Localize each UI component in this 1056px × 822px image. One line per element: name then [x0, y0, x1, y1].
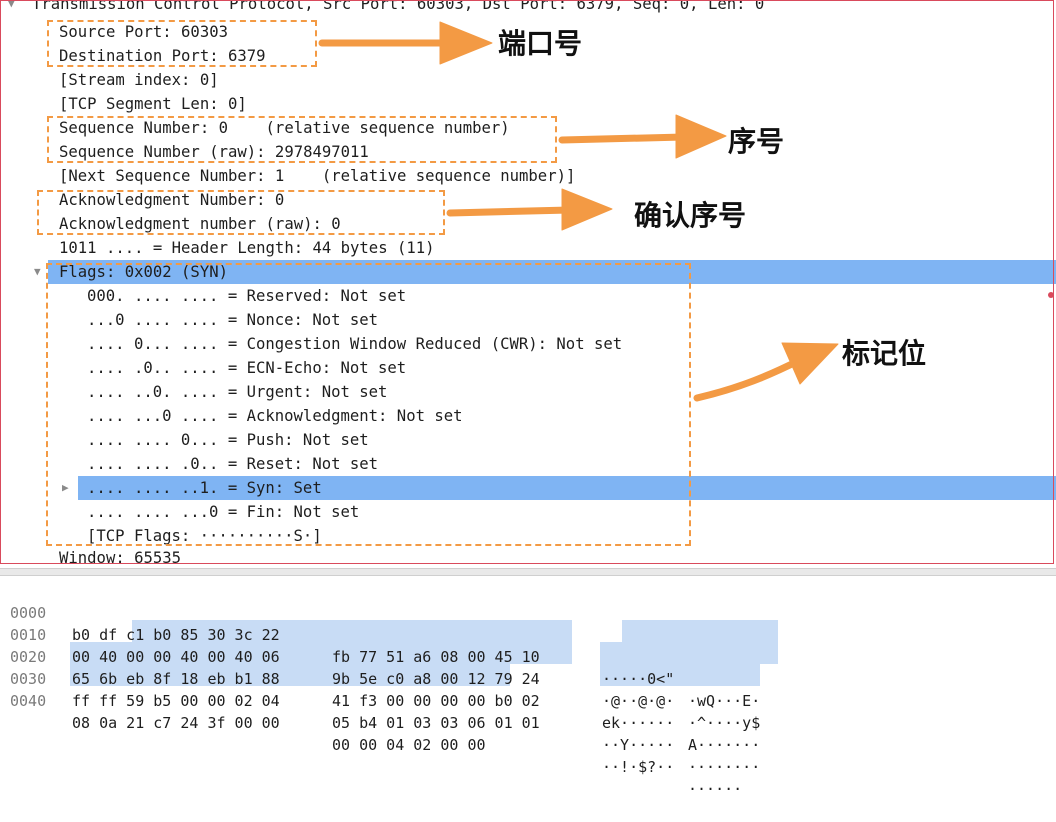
stream-index-row[interactable]: [Stream index: 0] [59, 71, 219, 89]
source-port-row[interactable]: Source Port: 60303 [59, 23, 228, 41]
ack-annotation-label: 确认序号 [634, 199, 747, 232]
expand-triangle-right-icon[interactable]: ▶ [62, 481, 69, 494]
hex-bytes-left[interactable]: 08 0a 21 c7 24 3f 00 00 [72, 714, 280, 732]
ascii-left[interactable]: ··Y····· [602, 736, 675, 754]
ack-arrowhead-icon [561, 188, 613, 231]
ascii-right[interactable]: ······ [688, 780, 743, 798]
flag-ecn-echo-row[interactable]: .... .0.. .... = ECN-Echo: Not set [87, 359, 407, 377]
ascii-right[interactable]: A······· [688, 736, 761, 754]
flag-nonce-row[interactable]: ...0 .... .... = Nonce: Not set [87, 311, 379, 329]
ascii-highlight [600, 664, 760, 686]
window-row[interactable]: Window: 65535 [59, 549, 182, 567]
tcp-flags-summary-row[interactable]: [TCP Flags: ··········S·] [87, 527, 322, 545]
header-length-row[interactable]: 1011 .... = Header Length: 44 bytes (11) [59, 239, 435, 257]
hex-highlight [70, 664, 510, 686]
annotation-arrows [318, 21, 839, 402]
ascii-left[interactable]: ·····0<" [602, 670, 675, 688]
hex-row[interactable]: 0040 08 0a 21 c7 24 3f 00 00 00 00 04 02… [0, 668, 742, 798]
hex-row[interactable]: 0020 65 6b eb 8f 18 eb b1 88 41 f3 00 00… [0, 624, 760, 754]
seq-annotation-label: 序号 [728, 125, 785, 158]
hex-bytes-right[interactable]: 00 00 04 02 00 00 [332, 736, 486, 754]
hex-offset: 0000 [10, 604, 47, 622]
sequence-annotation-box [47, 116, 557, 163]
flags-arrow-icon [693, 356, 804, 402]
ascii-left[interactable]: ·@··@·@· [602, 692, 675, 710]
seq-arrowhead-icon [675, 114, 727, 159]
hex-bytes-right[interactable]: 9b 5e c0 a8 00 12 79 24 [332, 670, 540, 688]
ack-arrow-icon [446, 206, 574, 217]
ports-annotation-label: 端口号 [498, 27, 583, 60]
ports-arrowhead-icon [439, 21, 493, 65]
flag-reserved-row[interactable]: 000. .... .... = Reserved: Not set [87, 287, 407, 305]
hex-row[interactable]: 0030 ff ff 59 b5 00 00 02 04 05 b4 01 03… [0, 646, 760, 776]
ack-number-raw-row[interactable]: Acknowledgment number (raw): 0 [59, 215, 341, 233]
expand-triangle-down-icon[interactable]: ▼ [8, 0, 15, 10]
ascii-highlight [622, 620, 778, 642]
hex-offset: 0020 [10, 648, 47, 666]
hex-bytes-left[interactable]: b0 df c1 b0 85 30 3c 22 [72, 626, 280, 644]
flag-push-row[interactable]: .... .... 0... = Push: Not set [87, 431, 369, 449]
tcp-header-row[interactable]: Transmission Control Protocol, Src Port:… [32, 0, 765, 13]
flag-cwr-row[interactable]: .... 0... .... = Congestion Window Reduc… [87, 335, 623, 353]
flag-ack-row[interactable]: .... ...0 .... = Acknowledgment: Not set [87, 407, 463, 425]
segment-len-row[interactable]: [TCP Segment Len: 0] [59, 95, 247, 113]
packet-details-pane[interactable]: ▼ Transmission Control Protocol, Src Por… [0, 0, 1056, 568]
hex-offset: 0040 [10, 692, 47, 710]
hex-row[interactable]: 0000 b0 df c1 b0 85 30 3c 22 fb 77 51 a6… [0, 580, 760, 710]
pane-splitter[interactable] [0, 568, 1056, 576]
flag-reset-row[interactable]: .... .... .0.. = Reset: Not set [87, 455, 379, 473]
hex-bytes-left[interactable]: 00 40 00 00 40 00 40 06 [72, 648, 280, 666]
hex-bytes-right[interactable]: 41 f3 00 00 00 00 b0 02 [332, 692, 540, 710]
flags-arrowhead-icon [781, 342, 839, 385]
ports-annotation-box [47, 20, 317, 67]
ascii-left[interactable]: ek······ [602, 714, 675, 732]
hex-highlight [70, 642, 572, 664]
hex-highlight [132, 620, 572, 642]
flag-syn-row[interactable]: .... .... ..1. = Syn: Set [87, 479, 322, 497]
ascii-highlight [600, 642, 778, 664]
sequence-number-row[interactable]: Sequence Number: 0 (relative sequence nu… [59, 119, 510, 137]
flags-row[interactable]: Flags: 0x002 (SYN) [59, 263, 228, 281]
hex-offset: 0010 [10, 626, 47, 644]
seq-arrow-icon [558, 133, 688, 144]
destination-port-row[interactable]: Destination Port: 6379 [59, 47, 266, 65]
hex-bytes-left[interactable]: 65 6b eb 8f 18 eb b1 88 [72, 670, 280, 688]
ascii-right[interactable]: ·^····y$ [688, 714, 761, 732]
flags-annotation-box [46, 263, 691, 546]
ascii-right[interactable]: ········ [688, 758, 761, 776]
hex-bytes-right[interactable]: 05 b4 01 03 03 06 01 01 [332, 714, 540, 732]
ack-annotation-box [37, 190, 445, 235]
scroll-marker-icon [1048, 292, 1054, 298]
expand-triangle-down-icon[interactable]: ▼ [34, 265, 41, 278]
hex-offset: 0030 [10, 670, 47, 688]
sequence-number-raw-row[interactable]: Sequence Number (raw): 2978497011 [59, 143, 369, 161]
flags-annotation-label: 标记位 [842, 337, 927, 370]
ascii-left[interactable]: ··!·$?·· [602, 758, 675, 776]
packet-bytes-pane[interactable]: 0000 b0 df c1 b0 85 30 3c 22 fb 77 51 a6… [0, 576, 1056, 798]
ascii-right[interactable]: ·wQ···E· [688, 692, 761, 710]
hex-bytes-left[interactable]: ff ff 59 b5 00 00 02 04 [72, 692, 280, 710]
next-sequence-number-row[interactable]: [Next Sequence Number: 1 (relative seque… [59, 167, 576, 185]
hex-bytes-right[interactable]: fb 77 51 a6 08 00 45 10 [332, 648, 540, 666]
hex-row[interactable]: 0010 00 40 00 00 40 00 40 06 9b 5e c0 a8… [0, 602, 760, 732]
syn-row-selection [78, 476, 1056, 500]
ack-number-row[interactable]: Acknowledgment Number: 0 [59, 191, 285, 209]
flag-urgent-row[interactable]: .... ..0. .... = Urgent: Not set [87, 383, 388, 401]
flag-fin-row[interactable]: .... .... ...0 = Fin: Not set [87, 503, 360, 521]
